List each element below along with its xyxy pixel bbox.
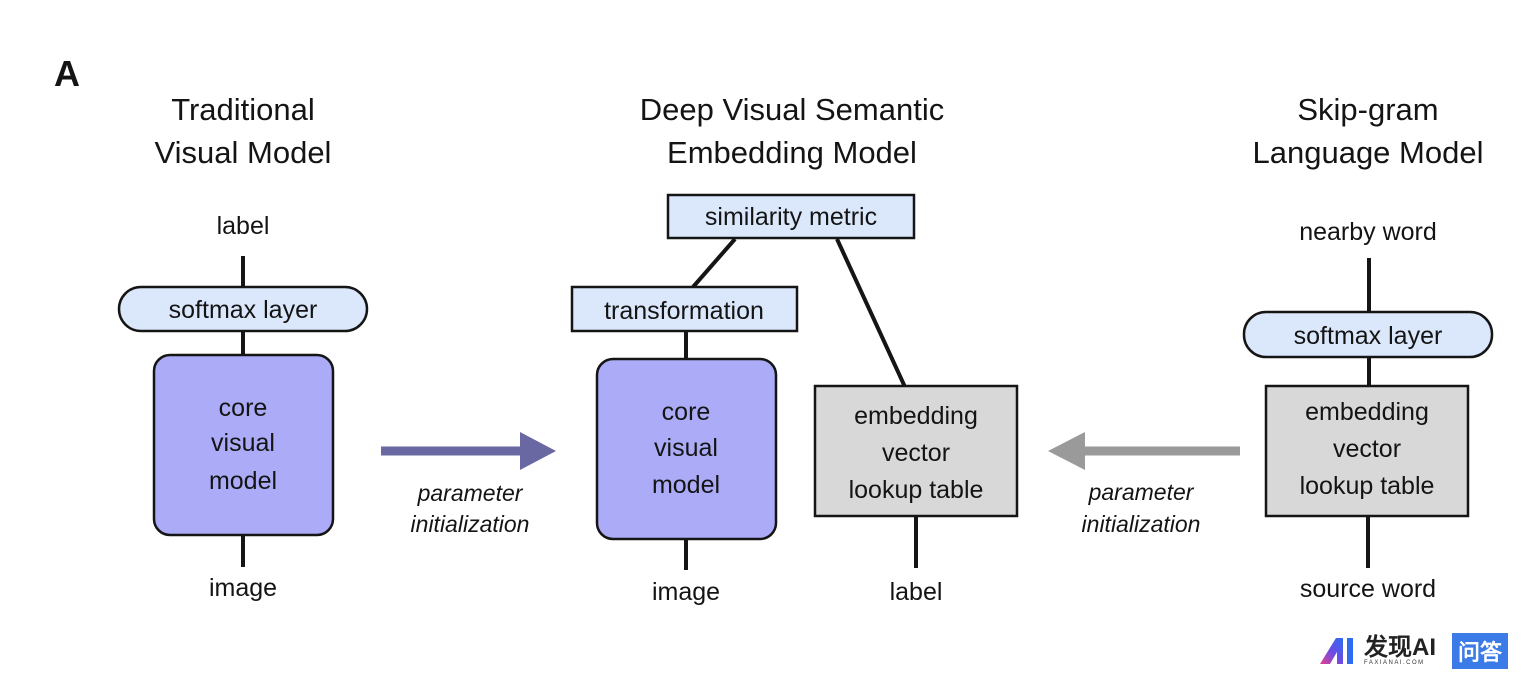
- core-label-line2: visual: [211, 429, 275, 457]
- devise-image-label: image: [652, 578, 720, 606]
- embedding-label-line2: vector: [1333, 435, 1401, 463]
- similarity-metric-label: similarity metric: [705, 203, 877, 231]
- arrow-left-label-line1: parameter: [417, 480, 524, 506]
- core-label-line3: model: [652, 471, 720, 499]
- embedding-label-line1: embedding: [854, 402, 978, 430]
- arrow-right-label-line2: initialization: [1082, 511, 1201, 537]
- panel-label: A: [54, 53, 80, 94]
- core-label-line2: visual: [654, 434, 718, 462]
- traditional-title-line2: Visual Model: [155, 135, 332, 170]
- embedding-label-line3: lookup table: [1300, 472, 1435, 500]
- watermark-badge: 问答: [1452, 633, 1509, 669]
- skipgram-title-line2: Language Model: [1253, 135, 1484, 170]
- softmax-layer-label: softmax layer: [169, 296, 318, 324]
- embedding-label-line2: vector: [882, 439, 950, 467]
- traditional-bottom-label: image: [209, 574, 277, 602]
- embedding-lookup-table-box: [1264, 384, 1470, 518]
- skipgram-top-label: nearby word: [1299, 218, 1437, 246]
- watermark-domain: FAXIANAI.COM: [1364, 660, 1425, 666]
- core-label-line1: core: [662, 398, 711, 426]
- watermark: 发现AI FAXIANAI.COM 问答: [1318, 633, 1509, 669]
- watermark-brand: 发现AI: [1364, 634, 1436, 661]
- parameter-init-arrow-right: parameter initialization: [1048, 432, 1240, 537]
- devise-title-line1: Deep Visual Semantic: [640, 92, 944, 127]
- devise-title-line2: Embedding Model: [667, 135, 917, 170]
- parameter-init-arrow-left: parameter initialization: [381, 432, 556, 537]
- transformation-box: [570, 285, 799, 333]
- deep-visual-semantic-embedding-model: Deep Visual Semantic Embedding Model sim…: [570, 92, 1019, 606]
- skip-gram-language-model: Skip-gram Language Model nearby word sof…: [1242, 92, 1494, 603]
- arrow-right-label-line1: parameter: [1088, 479, 1195, 505]
- arrow-left-label-line2: initialization: [411, 511, 530, 537]
- similarity-metric-box: [666, 193, 916, 240]
- traditional-visual-model: Traditional Visual Model label softmax l…: [117, 92, 369, 602]
- similarity-to-embedding-line: [835, 238, 907, 388]
- arrow-head-icon: [520, 432, 556, 470]
- embedding-label-line1: embedding: [1305, 398, 1429, 426]
- skipgram-title-line1: Skip-gram: [1297, 92, 1438, 127]
- embedding-label-line3: lookup table: [849, 476, 984, 504]
- devise-label-label: label: [890, 578, 943, 606]
- core-label-line1: core: [219, 394, 268, 422]
- softmax-layer-label: softmax layer: [1294, 322, 1443, 350]
- arrow-head-icon: [1048, 432, 1085, 470]
- embedding-lookup-table-box: [813, 384, 1019, 518]
- watermark-text: 发现AI FAXIANAI.COM: [1364, 634, 1436, 667]
- similarity-to-transformation-line: [691, 237, 737, 289]
- transformation-label: transformation: [604, 297, 764, 325]
- faxianai-logo-icon: [1320, 638, 1353, 664]
- skipgram-bottom-label: source word: [1300, 575, 1436, 603]
- traditional-top-label: label: [217, 212, 270, 240]
- core-label-line3: model: [209, 467, 277, 495]
- traditional-title-line1: Traditional: [171, 92, 315, 127]
